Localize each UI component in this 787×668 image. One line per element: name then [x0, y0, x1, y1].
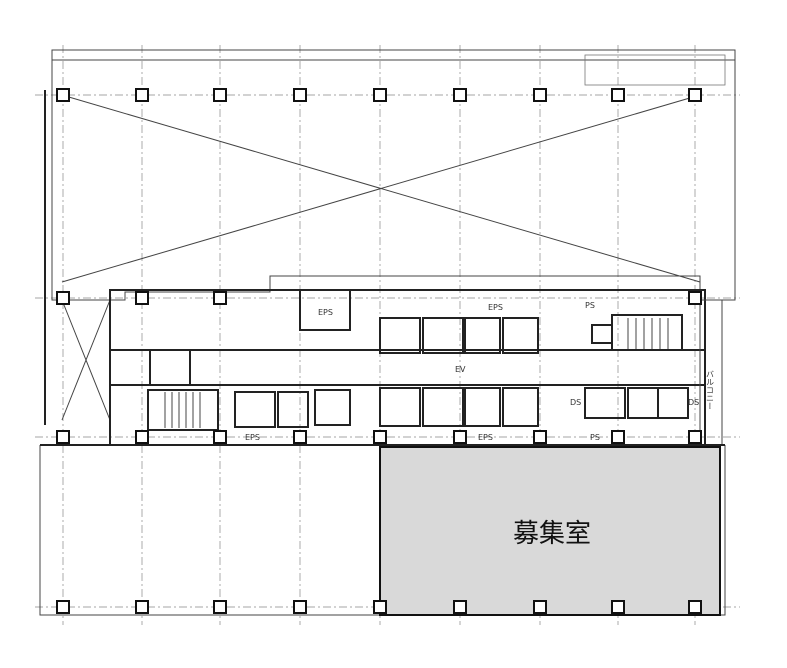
structural-column [135, 88, 149, 102]
structural-column [213, 430, 227, 444]
core-area [109, 289, 723, 446]
atrium-void [44, 49, 736, 425]
structural-column [135, 600, 149, 614]
ps-label: PS [590, 433, 600, 442]
structural-column [293, 600, 307, 614]
structural-column [56, 600, 70, 614]
structural-column [688, 291, 702, 305]
eps-label: EPS [245, 433, 260, 442]
lower-floor: 募集室 [39, 444, 726, 616]
structural-column [453, 600, 467, 614]
ds-label: DS [570, 398, 581, 407]
structural-column [453, 88, 467, 102]
balcony-label: バルコニー [706, 370, 715, 410]
structural-column [533, 88, 547, 102]
structural-columns [56, 88, 702, 614]
structural-column [611, 600, 625, 614]
ev-hall-label: EV [455, 365, 466, 374]
structural-column [213, 291, 227, 305]
structural-column [56, 430, 70, 444]
ds-label: DS [688, 398, 699, 407]
structural-column [688, 88, 702, 102]
structural-column [611, 430, 625, 444]
recruiting-room-label: 募集室 [513, 519, 591, 549]
structural-column [56, 291, 70, 305]
eps-label: EPS [478, 433, 493, 442]
structural-column [688, 430, 702, 444]
structural-column [213, 600, 227, 614]
structural-column [56, 88, 70, 102]
structural-column [373, 600, 387, 614]
structural-column [373, 430, 387, 444]
structural-column [688, 600, 702, 614]
structural-column [611, 88, 625, 102]
structural-column [135, 291, 149, 305]
structural-column [293, 88, 307, 102]
structural-column [373, 88, 387, 102]
structural-column [135, 430, 149, 444]
recruiting-room[interactable] [379, 446, 721, 616]
structural-column [453, 430, 467, 444]
structural-column [293, 430, 307, 444]
structural-column [213, 88, 227, 102]
eps-label: EPS [318, 308, 333, 317]
ps-label: PS [585, 301, 595, 310]
room-labels: PS PS DS DS EPS EPS EPS EPS EV バルコニー [245, 301, 715, 442]
structural-column [533, 430, 547, 444]
structural-column [533, 600, 547, 614]
eps-label: EPS [488, 303, 503, 312]
